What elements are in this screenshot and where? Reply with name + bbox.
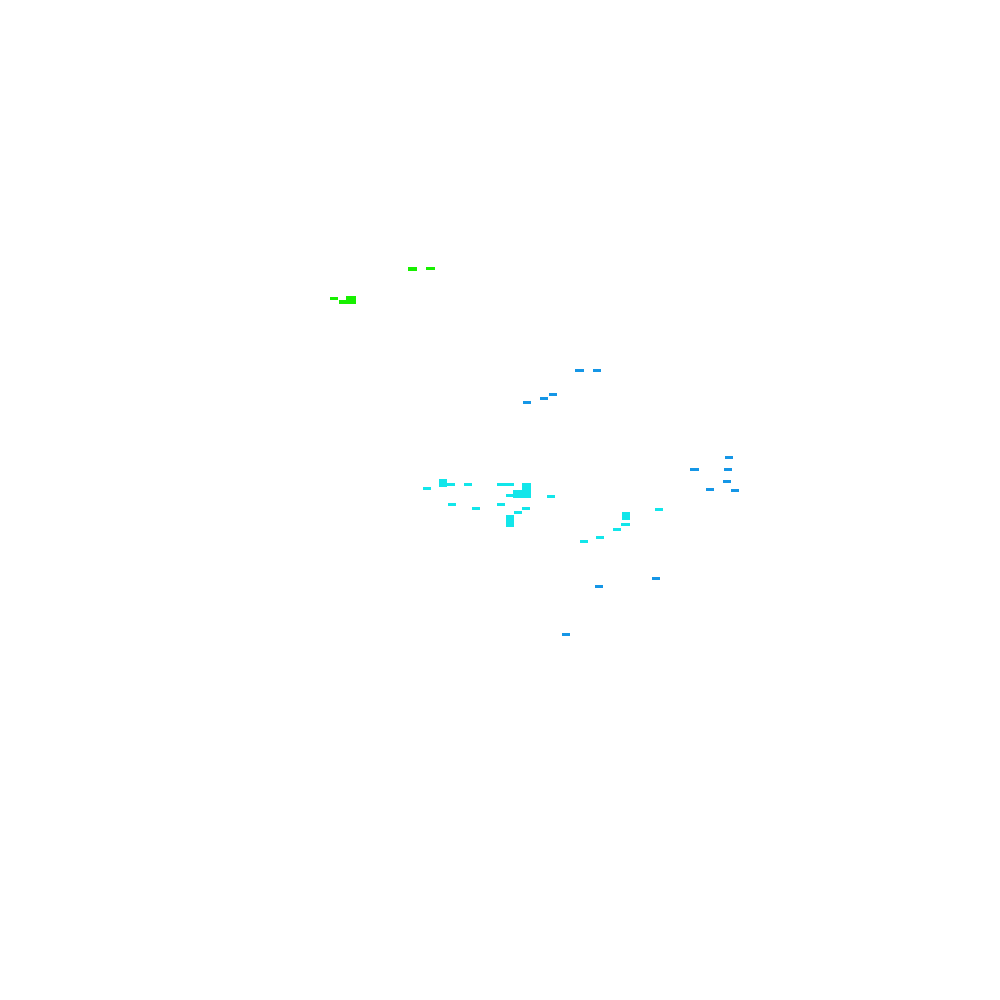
cyan-mark xyxy=(621,523,630,526)
blue-mark xyxy=(549,393,557,396)
blue-mark xyxy=(724,468,732,471)
green-mark xyxy=(426,267,435,270)
cyan-mark xyxy=(622,512,630,520)
cyan-mark xyxy=(506,494,514,497)
cyan-mark xyxy=(497,483,514,486)
blue-mark xyxy=(593,369,601,372)
blue-mark xyxy=(725,456,733,459)
cyan-mark xyxy=(472,507,480,510)
blue-mark xyxy=(575,369,584,372)
cyan-mark xyxy=(613,528,621,531)
cyan-mark xyxy=(423,487,431,490)
green-mark xyxy=(346,296,356,304)
cyan-mark xyxy=(439,479,447,487)
cyan-mark xyxy=(464,483,472,486)
cyan-mark xyxy=(522,507,530,510)
blue-mark xyxy=(595,585,603,588)
blue-mark xyxy=(562,633,570,636)
cyan-mark xyxy=(447,483,455,486)
blue-mark xyxy=(731,489,739,492)
cyan-mark xyxy=(596,536,604,539)
green-mark xyxy=(330,297,338,300)
cyan-mark xyxy=(506,515,514,527)
green-mark xyxy=(339,300,347,304)
cyan-mark xyxy=(513,490,531,498)
cyan-mark xyxy=(547,495,555,498)
cyan-mark xyxy=(655,508,663,511)
blue-mark xyxy=(706,488,714,491)
blue-mark xyxy=(652,577,660,580)
cyan-mark xyxy=(522,483,531,491)
blue-mark xyxy=(690,468,699,471)
blue-mark xyxy=(723,480,731,483)
cyan-mark xyxy=(448,503,456,506)
cyan-mark xyxy=(497,503,505,506)
blue-mark xyxy=(540,397,548,400)
green-mark xyxy=(408,267,417,271)
cyan-mark xyxy=(514,511,522,514)
blue-mark xyxy=(523,401,531,404)
cyan-mark xyxy=(580,540,588,543)
